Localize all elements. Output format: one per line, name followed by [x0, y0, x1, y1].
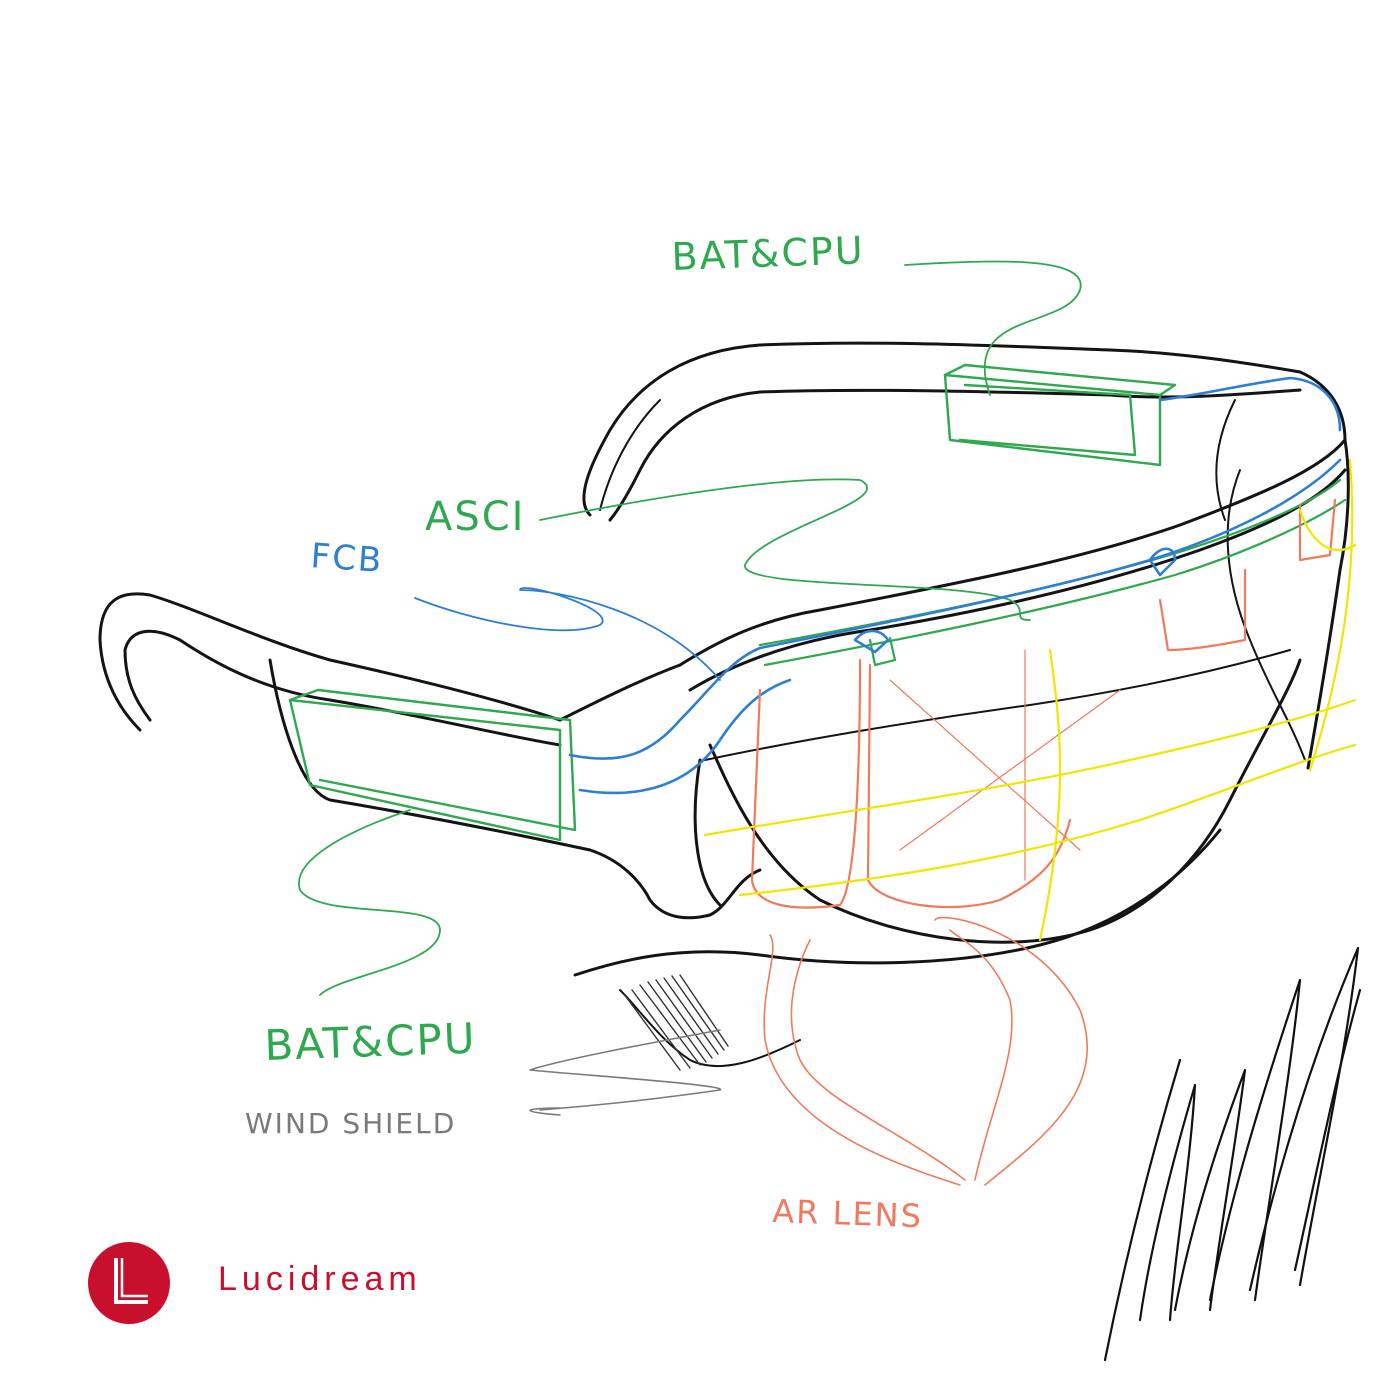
brand-name: Lucidream	[218, 1262, 422, 1296]
label-fcb: FCB	[309, 536, 384, 581]
label-bat-cpu-top: BAT&CPU	[671, 228, 866, 279]
frame-guide-lines	[705, 460, 1355, 940]
artist-signature	[1105, 948, 1360, 1360]
lucidream-logo-icon	[86, 1240, 172, 1326]
coral-leader-lines	[764, 918, 1087, 1185]
label-asci: ASCI	[425, 494, 525, 540]
asci-board	[760, 480, 1345, 665]
shield-shadow-hatching	[624, 975, 728, 1070]
label-bat-cpu-bottom: BAT&CPU	[264, 1014, 478, 1070]
label-wind-shield: WIND SHIELD	[245, 1107, 456, 1140]
bat-cpu-housing-far	[945, 365, 1175, 465]
green-leader-lines	[299, 261, 1081, 995]
label-ar-lens: AR LENS	[772, 1192, 924, 1235]
